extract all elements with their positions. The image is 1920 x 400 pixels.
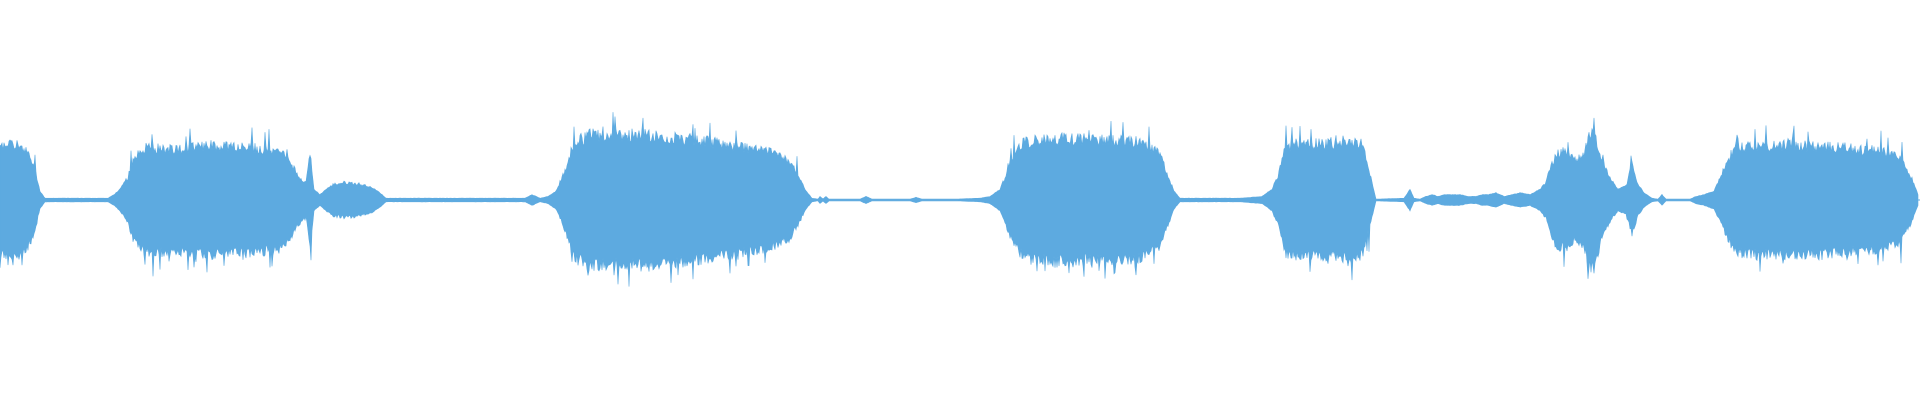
waveform-shape: [0, 112, 1919, 287]
